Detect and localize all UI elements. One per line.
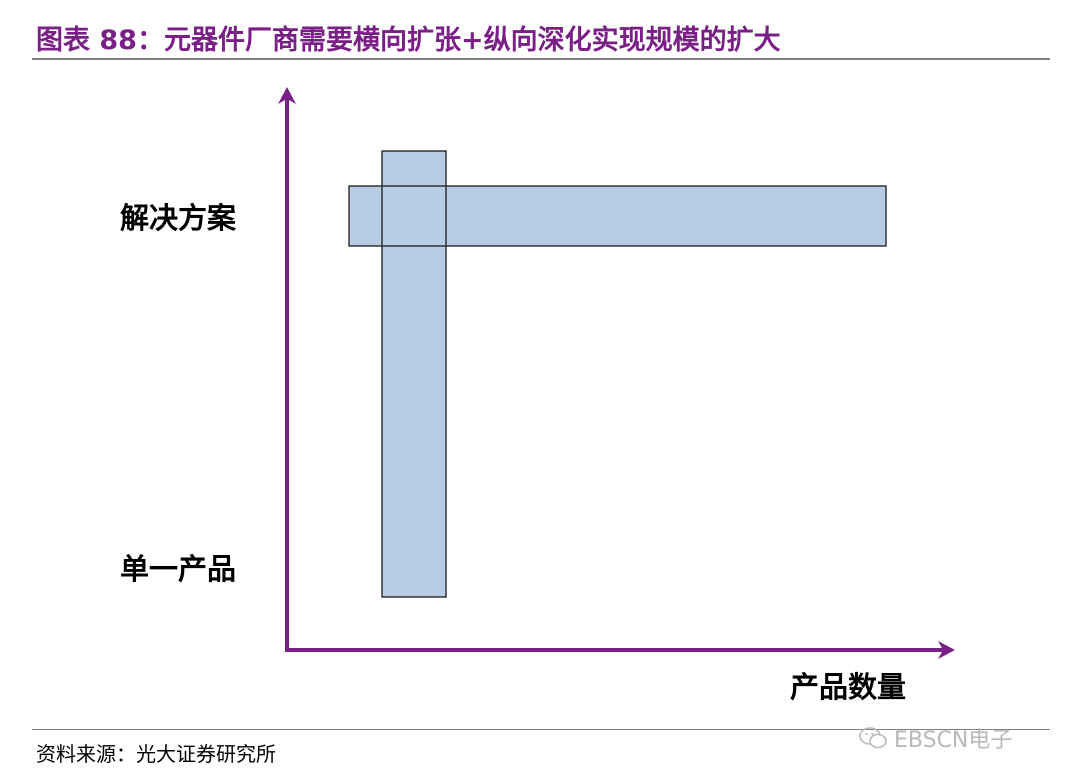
- y-label-single-product: 单一产品: [120, 552, 236, 586]
- top-divider: [32, 58, 1050, 60]
- horizontal-expansion-box: [348, 185, 887, 247]
- bottom-divider: [32, 729, 1050, 730]
- x-axis-arrow: [938, 641, 955, 659]
- y-label-solution: 解决方案: [120, 201, 237, 235]
- figure-title: 图表 88：元器件厂商需要横向扩张+纵向深化实现规模的扩大: [36, 25, 781, 56]
- source-note: 资料来源：光大证券研究所: [36, 742, 276, 766]
- watermark: EBSCN电子: [858, 722, 1012, 754]
- y-axis-arrow: [278, 87, 296, 104]
- wechat-icon: [859, 727, 887, 749]
- watermark-text: EBSCN电子: [894, 728, 1013, 753]
- x-axis-label: 产品数量: [790, 670, 906, 704]
